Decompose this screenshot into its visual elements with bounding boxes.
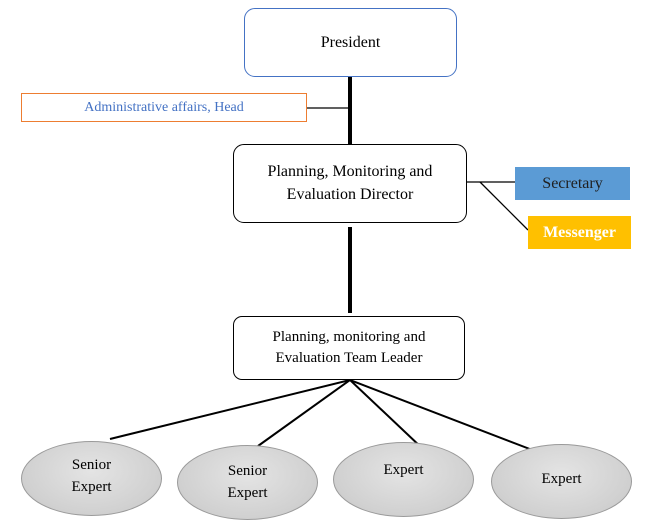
connector-leader-expert-2 [257,379,351,447]
director-node: Planning, Monitoring and Evaluation Dire… [233,144,467,223]
connector-leader-expert-1 [109,379,351,440]
expert-label: Expert [541,471,582,488]
admin-affairs-label: Administrative affairs, Head [84,99,244,115]
expert-label: Senior Expert [227,462,268,501]
senior-expert-node-1: Senior Expert [21,441,162,516]
expert-node-2: Expert [491,444,632,519]
president-label: President [320,33,381,51]
team-leader-node: Planning, monitoring and Evaluation Team… [233,316,465,380]
president-node: President [244,8,457,77]
messenger-label: Messenger [543,223,616,241]
expert-label: Expert [383,461,424,478]
connector-leader-expert-3 [349,379,424,450]
connector-director-messenger [479,181,529,231]
secretary-label: Secretary [542,174,603,192]
senior-expert-node-2: Senior Expert [177,445,318,520]
connector-leader-expert-4 [349,379,536,452]
secretary-node: Secretary [515,167,630,200]
admin-affairs-node: Administrative affairs, Head [21,93,307,122]
director-label: Planning, Monitoring and Evaluation Dire… [267,163,433,203]
expert-node-1: Expert [333,442,474,517]
messenger-node: Messenger [528,216,631,249]
team-leader-label: Planning, monitoring and Evaluation Team… [272,329,426,366]
expert-label: Senior Expert [71,457,112,495]
